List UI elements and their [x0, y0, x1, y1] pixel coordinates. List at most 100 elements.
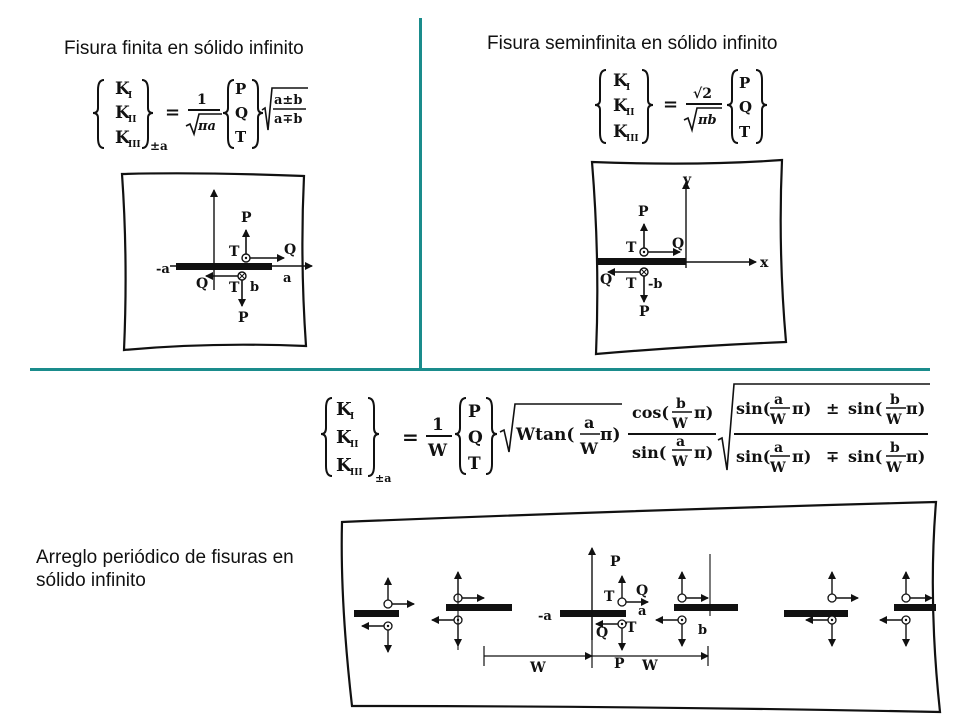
crack-bar [674, 604, 738, 611]
numerator-sqrt2: √2 [693, 86, 712, 102]
left-brace [594, 69, 607, 144]
den-a: a [774, 440, 783, 456]
load-right-brace [755, 69, 768, 144]
right-brace [141, 79, 154, 149]
den-sin1: sin( [736, 447, 770, 466]
caption-semi-infinite-crack: Fisura seminfinita en sólido infinito [487, 33, 778, 54]
num-a: a [774, 392, 783, 408]
k1-subscript: I [128, 91, 132, 101]
numerator-one: 1 [432, 415, 444, 435]
caption-periodic-cracks: Arreglo periódico de fisuras en sólido i… [36, 547, 294, 591]
label-neg-a: -a [156, 262, 170, 277]
label-y: y [682, 172, 692, 188]
crack-bar [894, 604, 936, 611]
wtan-a: a [584, 413, 594, 432]
label-neg-b: -b [648, 277, 663, 292]
cos-text: cos( [632, 403, 669, 422]
t-in-dot [680, 618, 684, 622]
load-q: Q [739, 98, 752, 116]
load-left-brace [454, 397, 467, 475]
k3-symbol: K [613, 122, 629, 142]
num-sin1: sin( [736, 399, 770, 418]
num-close2: π) [906, 399, 925, 418]
label-t-top: T [626, 240, 637, 256]
load-left-brace [222, 79, 235, 149]
load-t: T [235, 128, 247, 146]
label-b: b [250, 280, 259, 295]
label-t-bottom: T [626, 620, 637, 636]
k3-subscript: III [350, 468, 363, 478]
t-in-dot [830, 618, 834, 622]
den-w2: W [885, 460, 902, 476]
solid-body [120, 172, 308, 352]
t-out-symbol [383, 599, 393, 609]
label-x: x [760, 255, 769, 271]
den-w1: W [769, 460, 786, 476]
pm-a-subscript: ±a [375, 472, 391, 485]
solid-body [590, 158, 788, 356]
k2-symbol: K [336, 427, 353, 448]
formula-finite: K I K II K III ±a = 1 πa P Q T a±b a∓b [92, 79, 308, 153]
load-right-brace [251, 79, 264, 149]
t-out-symbol [677, 593, 687, 603]
label-p-top: P [610, 554, 621, 570]
label-p-top: P [241, 210, 252, 226]
crack-bar [446, 604, 512, 611]
label-t-top: T [604, 589, 615, 605]
t-out-dot [244, 256, 248, 260]
sin-close: π) [694, 443, 713, 462]
crack-bar [354, 610, 399, 617]
k2-subscript: II [350, 440, 358, 450]
num-w2: W [885, 412, 902, 428]
load-t: T [468, 454, 481, 474]
equals-sign: = [165, 102, 180, 123]
k1-subscript: I [350, 412, 354, 422]
label-a: a [283, 271, 292, 286]
t-out-symbol [827, 593, 837, 603]
label-w-left: W [529, 660, 546, 676]
num-b: b [890, 392, 900, 408]
sqrt-ratio-sign [261, 87, 308, 131]
den-b: b [890, 440, 900, 456]
denominator-w: W [427, 441, 448, 461]
equals-sign: = [402, 425, 419, 449]
sin-w: W [671, 454, 688, 470]
label-t-bottom: T [229, 280, 240, 296]
sin-text: sin( [632, 443, 666, 462]
crack-bar [596, 258, 686, 265]
root-numerator: a±b [274, 93, 302, 108]
label-t-bottom: T [626, 276, 637, 292]
den-sin2: sin( [848, 447, 882, 466]
den-close1: π) [792, 447, 811, 466]
wtan-w: W [579, 439, 599, 458]
caption-finite-crack: Fisura finita en sólido infinito [64, 38, 304, 59]
load-right-brace [485, 397, 498, 475]
k1-symbol: K [115, 79, 131, 99]
label-q-bottom: Q [600, 272, 612, 288]
right-brace [641, 69, 654, 144]
sqrt-sign [185, 113, 222, 137]
den-close2: π) [906, 447, 925, 466]
numerator-one: 1 [197, 92, 207, 108]
label-w-right: W [641, 658, 658, 674]
root-denominator: a∓b [274, 112, 302, 127]
label-q-bottom: Q [596, 625, 608, 641]
denominator-pi-b: πb [697, 113, 717, 128]
label-t-top: T [229, 244, 240, 260]
diagram-semi-infinite-crack: y x P T Q Q T -b P [590, 158, 788, 356]
label-p-top: P [638, 204, 649, 220]
sqrt-wtan-sign [499, 403, 622, 453]
label-p-bottom: P [639, 304, 650, 320]
vertical-divider [419, 18, 422, 368]
label-q-bottom: Q [196, 276, 208, 292]
t-in-dot [904, 618, 908, 622]
k3-subscript: III [626, 134, 639, 144]
diagram-finite-crack: P T Q -a a Q T b P [120, 172, 313, 352]
formula-periodic: K I K II K III ±a = 1 W P Q T Wtan( a W … [320, 383, 930, 485]
k1-subscript: I [626, 83, 630, 93]
label-p-bottom: P [614, 656, 625, 672]
k2-symbol: K [115, 103, 131, 123]
k2-subscript: II [626, 108, 634, 118]
k3-symbol: K [336, 455, 353, 476]
